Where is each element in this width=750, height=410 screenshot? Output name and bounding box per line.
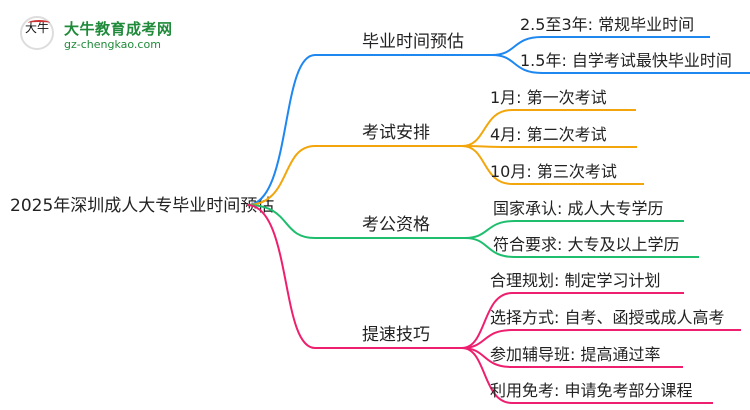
branch-connector: [246, 54, 492, 206]
leaf-label: 1月: 第一次考试: [490, 88, 607, 107]
branch-2: 考试安排 1月: 第一次考试 4月: 第二次考试 10月: 第三次考试: [246, 88, 644, 206]
leaf-connector: [491, 36, 710, 56]
branch-connector: [246, 204, 465, 239]
leaf-connector: [464, 237, 699, 258]
branch-label: 考公资格: [362, 215, 430, 235]
leaf-connector: [461, 292, 684, 349]
branch-label: 毕业时间预估: [362, 32, 464, 52]
leaf-connector: [464, 220, 684, 239]
leaf-connector: [461, 109, 636, 147]
leaf-connector: [461, 145, 637, 148]
leaf-label: 10月: 第三次考试: [490, 162, 617, 181]
logo-mark: 大牛: [20, 16, 54, 50]
site-logo: 大牛 大牛教育成考网 gz-chengkao.com: [20, 14, 172, 58]
branch-label: 考试安排: [362, 123, 430, 143]
branch-connector: [246, 145, 462, 206]
logo-url: gz-chengkao.com: [64, 38, 161, 51]
leaf-label: 参加辅导班: 提高通过率: [490, 345, 660, 364]
leaf-connector: [461, 347, 683, 368]
leaf-label: 符合要求: 大专及以上学历: [493, 235, 679, 254]
leaf-label: 国家承认: 成人大专学历: [493, 199, 663, 218]
leaf-connector: [491, 54, 750, 74]
leaf-connector: [461, 347, 713, 404]
leaf-label: 合理规划: 制定学习计划: [490, 271, 660, 290]
leaf-connector: [461, 329, 741, 349]
leaf-label: 1.5年: 自学考试最快毕业时间: [520, 51, 732, 70]
leaf-label: 选择方式: 自考、函授或成人高考: [490, 308, 724, 327]
leaf-connector: [461, 145, 644, 185]
leaf-label: 2.5至3年: 常规毕业时间: [520, 15, 694, 34]
leaf-label: 4月: 第二次考试: [490, 125, 607, 144]
branch-label: 提速技巧: [362, 325, 430, 345]
logo-name: 大牛教育成考网: [64, 20, 173, 38]
branch-1: 毕业时间预估 2.5至3年: 常规毕业时间 1.5年: 自学考试最快毕业时间: [246, 15, 750, 206]
root-node: 2025年深圳成人大专毕业时间预估: [10, 196, 274, 216]
leaf-label: 利用免考: 申请免考部分课程: [490, 381, 692, 400]
branch-connector: [246, 204, 462, 349]
